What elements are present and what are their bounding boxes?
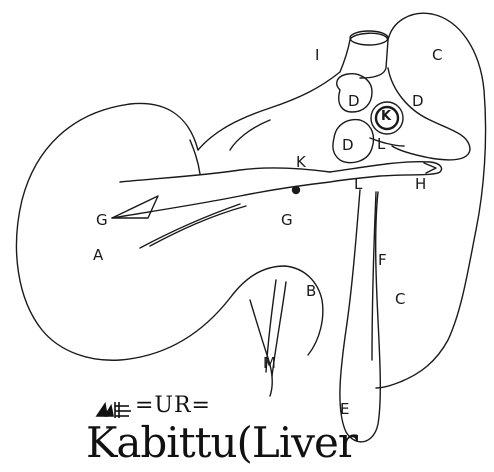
label-D-right: D — [412, 94, 424, 109]
duct-H-tip — [424, 163, 436, 173]
label-A: A — [93, 248, 104, 263]
upper-body-outline — [198, 40, 350, 150]
cuneiform-sign — [95, 398, 135, 420]
label-D-left: D — [348, 94, 360, 109]
label-D-lower: D — [342, 138, 354, 153]
groove-line — [230, 120, 270, 150]
point-K-dot — [293, 187, 300, 194]
column-F-line — [372, 192, 376, 360]
label-C-right: C — [395, 292, 406, 307]
processus-cylinder — [350, 33, 388, 78]
label-L-mid: L — [354, 177, 363, 192]
label-B: B — [306, 284, 317, 299]
label-F: F — [378, 253, 387, 268]
label-K-circle: K — [381, 110, 392, 123]
label-I: I — [315, 48, 320, 63]
right-upper-lobe — [376, 13, 486, 388]
label-G-mid: G — [281, 213, 293, 228]
label-K-mid: K — [296, 155, 306, 170]
lower-notch-outline — [250, 300, 272, 396]
label-G-left: G — [96, 213, 108, 228]
duct-L-upper — [370, 138, 404, 146]
label-M: M — [263, 356, 276, 371]
caption-title: Kabittu(Liver — [86, 422, 357, 464]
label-L-upper: L — [377, 137, 386, 152]
label-C-top: C — [432, 48, 443, 63]
vessel-G-5 — [150, 206, 246, 246]
left-lobe-outline — [16, 103, 322, 360]
vessel-G-6 — [190, 140, 200, 174]
caption-ur: =UR= — [135, 395, 211, 417]
label-H: H — [415, 177, 427, 192]
label-E: E — [340, 402, 350, 417]
